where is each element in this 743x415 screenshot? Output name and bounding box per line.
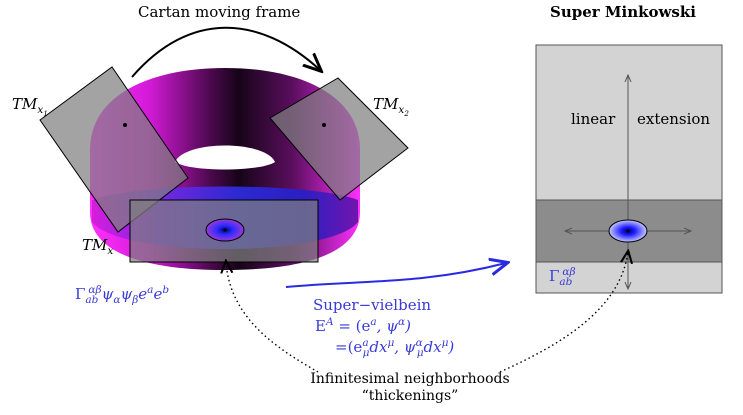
label-tm-x: TMx: [82, 236, 114, 257]
super-vielbein-eq2: =(eaμdxμ, ψαμdxμ): [335, 337, 455, 359]
caption: Infinitesimal neighborhoods “thickenings…: [290, 371, 530, 405]
torus-hole: [175, 145, 275, 170]
super-minkowski-box: [535, 44, 723, 294]
title-cartan-moving-frame: Cartan moving frame: [138, 3, 301, 21]
title-super-minkowski: Super Minkowski: [550, 3, 696, 21]
gamma-term-right: Γabαβ: [549, 266, 576, 288]
super-vielbein-eq1: EA = (ea, ψα): [315, 316, 411, 335]
label-tm-x2: TMx2: [373, 95, 409, 119]
super-vielbein-label: Super−vielbein: [313, 296, 432, 314]
label-extension: extension: [637, 110, 711, 128]
tangent-plane-x1: [39, 66, 189, 233]
caption-line2: “thickenings”: [361, 388, 459, 404]
caption-line1: Infinitesimal neighborhoods: [310, 371, 510, 387]
label-linear: linear: [571, 110, 616, 128]
gamma-term-left: Γabαβψαψβeaeb: [75, 284, 170, 306]
tangent-plane-x2: [269, 77, 409, 201]
label-tm-x1: TMx1: [12, 95, 48, 119]
tangent-plane-x: [129, 199, 319, 263]
dotted-arrow-left: [226, 262, 319, 373]
moving-frame-arrow: [131, 26, 320, 78]
dotted-arrow-right: [499, 252, 628, 373]
super-vielbein-arrow: [285, 263, 506, 288]
